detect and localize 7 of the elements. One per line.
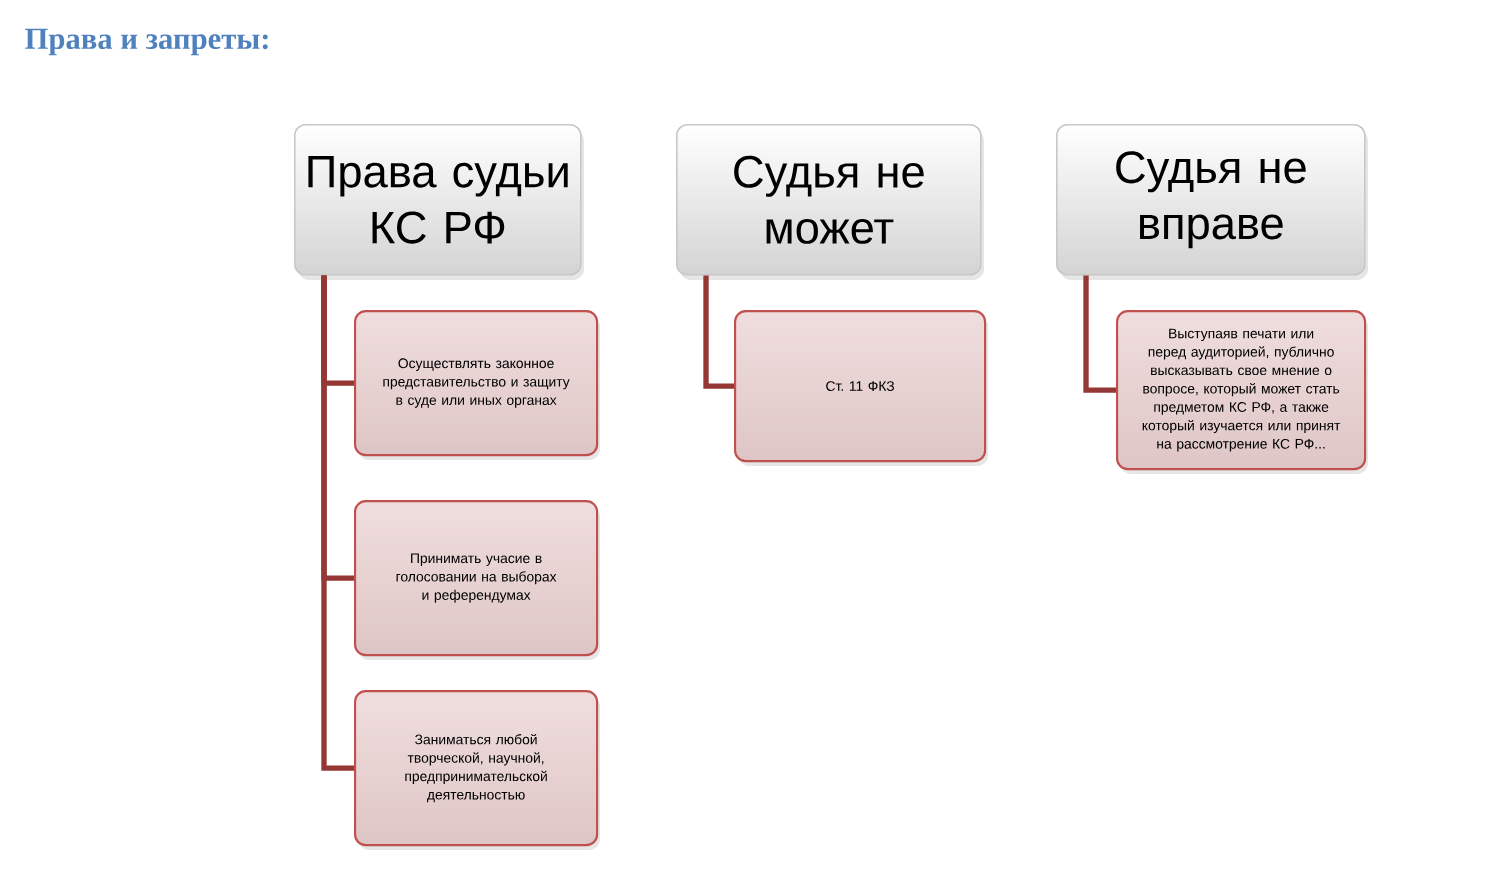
title: Права и запреты: [25, 28, 268, 56]
connector-line [703, 275, 734, 389]
connector-line [321, 275, 354, 771]
connector-line [1083, 275, 1116, 393]
heading-box: Права судьи КС РФ [294, 124, 584, 280]
heading-box: Судья не вправе [1056, 124, 1369, 280]
heading-box: Судья не может [676, 124, 984, 280]
